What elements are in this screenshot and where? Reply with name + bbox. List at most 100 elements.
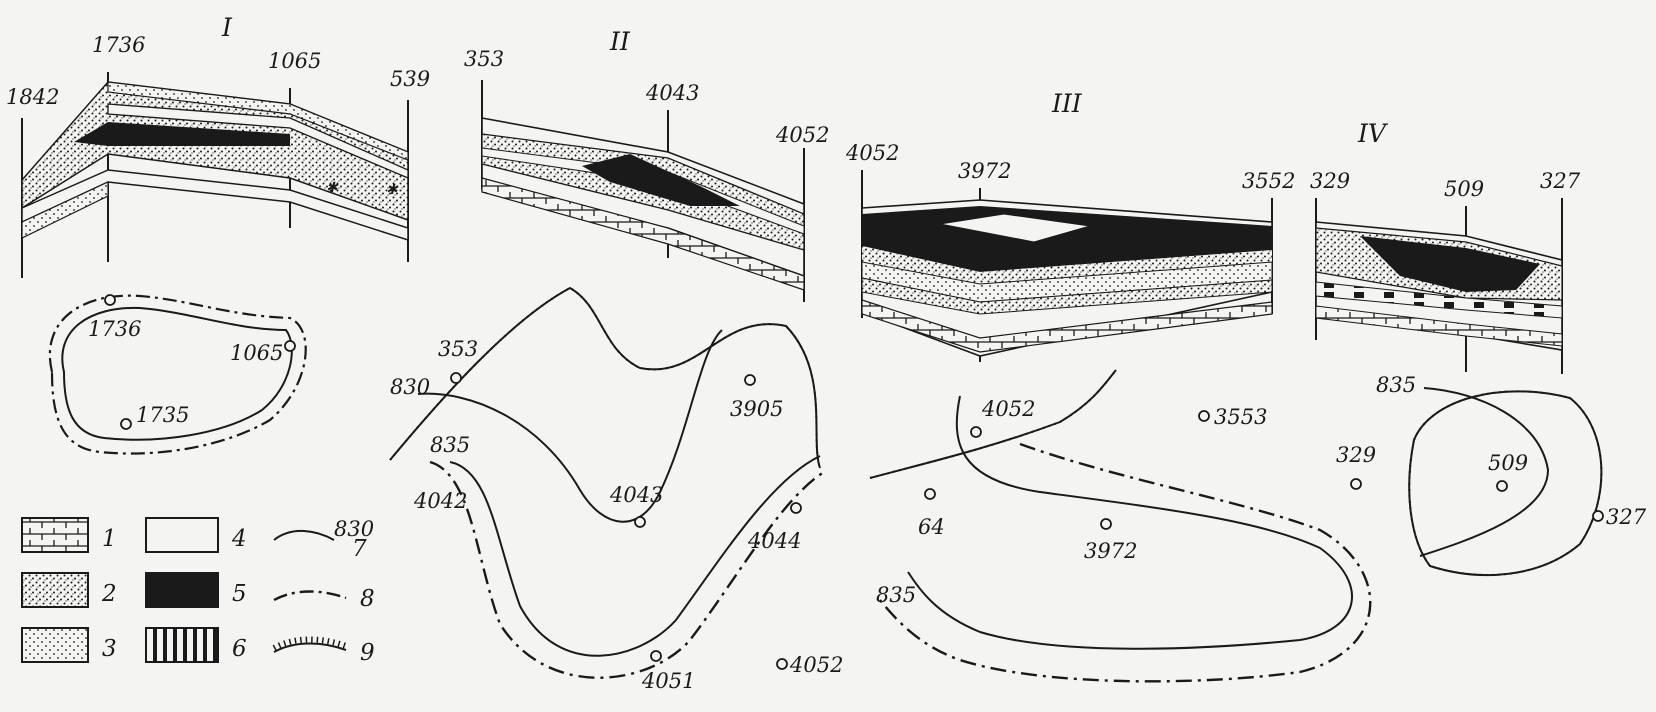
map-iii-hachured-boundary xyxy=(869,369,1117,479)
section-ii-oil-lens xyxy=(582,154,740,206)
legend-sample-hachure-ticks xyxy=(272,636,348,651)
section-ii: II 353 4043 4052 xyxy=(464,27,829,302)
map-ii-well xyxy=(450,372,462,384)
legend-number: 1 xyxy=(102,526,117,552)
map-iv: 329 509 327 835 xyxy=(1336,373,1647,577)
section-iii-sand-c xyxy=(861,277,1273,315)
section-iii-window xyxy=(939,213,1091,243)
map-iv-well-label: 509 xyxy=(1488,451,1528,475)
section-ii-well-label: 4052 xyxy=(775,123,829,147)
map-i-well-label: 1736 xyxy=(88,317,141,341)
section-iv-band xyxy=(1315,281,1563,319)
map-ii-well-label: 4042 xyxy=(413,489,467,513)
legend-contour-sample: 830 xyxy=(334,517,374,541)
map-i: 1736 1065 1735 xyxy=(48,294,307,455)
legend-swatch-oil xyxy=(145,572,219,608)
map-iii-contour xyxy=(907,395,1354,650)
section-iii-limestone xyxy=(861,299,1273,353)
section-iv-limestone xyxy=(1315,305,1563,347)
map-iii-well-label: 3553 xyxy=(1214,405,1267,429)
section-ii-limestone xyxy=(481,177,805,291)
map-ii-well xyxy=(790,502,802,514)
map-i-well xyxy=(120,418,132,430)
section-iv-numeral: IV xyxy=(1357,119,1389,148)
section-i-left-band xyxy=(21,181,109,239)
legend-number: 9 xyxy=(360,640,375,666)
map-ii-contour-label: 830 xyxy=(390,375,430,399)
map-ii-well-label: 4051 xyxy=(641,669,695,693)
map-iv-outline xyxy=(1408,390,1603,577)
map-ii-boundary-line xyxy=(389,286,821,469)
map-iii-well xyxy=(924,488,936,500)
section-iv-well-label: 327 xyxy=(1540,169,1581,193)
section-iii-well-label: 3972 xyxy=(958,159,1011,183)
map-i-well xyxy=(284,340,296,352)
section-iii-numeral: III xyxy=(1051,89,1083,118)
map-ii-well xyxy=(776,658,788,670)
map-i-well-label: 1735 xyxy=(136,403,189,427)
map-ii-contour-830 xyxy=(417,329,723,523)
section-i-mark: ✱ xyxy=(326,180,339,196)
legend-swatch-sandstone-sparse xyxy=(21,627,89,663)
map-i-well-label: 1065 xyxy=(230,341,283,365)
map-iii-well xyxy=(970,426,982,438)
section-iv-well-label: 329 xyxy=(1310,169,1350,193)
map-iii-boundary-line xyxy=(869,369,1117,479)
map-ii-well-label: 353 xyxy=(438,337,478,361)
map-iii-well-label: 3972 xyxy=(1084,539,1137,563)
map-iii-well xyxy=(1198,410,1210,422)
map-iv-well xyxy=(1350,478,1362,490)
map-ii-well xyxy=(744,374,756,386)
section-i-clay-band xyxy=(107,103,409,179)
section-iv: IV 329 509 327 xyxy=(1310,119,1581,374)
legend-number: 2 xyxy=(101,581,117,607)
legend-number: 6 xyxy=(232,636,247,662)
map-iii: 4052 3553 64 3972 835 xyxy=(869,369,1372,683)
map-iv-well xyxy=(1496,480,1508,492)
section-ii-well-label: 353 xyxy=(464,47,504,71)
legend-number: 5 xyxy=(232,581,247,607)
section-ii-well-label: 4043 xyxy=(645,81,699,105)
section-iv-well-label: 509 xyxy=(1444,177,1484,201)
legend: 1 2 3 4 5 6 830 7 8 9 xyxy=(21,517,375,666)
map-iii-well-label: 4052 xyxy=(981,397,1035,421)
section-iii-well-label: 3552 xyxy=(1242,169,1295,193)
map-i-inner-contour xyxy=(61,306,293,441)
section-i-numeral: I xyxy=(221,13,233,42)
legend-sample-contour xyxy=(273,529,335,541)
legend-sample-hachure xyxy=(273,642,347,653)
section-iii-sand-a xyxy=(862,246,1272,284)
map-i-well xyxy=(104,294,116,306)
section-ii-numeral: II xyxy=(609,27,631,56)
map-iv-contour-label: 835 xyxy=(1376,373,1416,397)
map-iii-well xyxy=(1100,518,1112,530)
section-iv-oil-lens xyxy=(1360,236,1540,292)
map-ii-well-label: 3905 xyxy=(730,397,783,421)
section-iii-well-label: 4052 xyxy=(845,141,899,165)
section-i-well-label: 1065 xyxy=(268,49,321,73)
legend-swatch-striped xyxy=(145,627,219,663)
map-iv-well xyxy=(1592,510,1604,522)
map-ii-well xyxy=(634,516,646,528)
map-iv-well-label: 327 xyxy=(1606,505,1647,529)
section-i-well-label: 1736 xyxy=(92,33,145,57)
map-ii-contour-label: 835 xyxy=(430,433,470,457)
legend-number: 4 xyxy=(231,526,247,552)
map-iii-dash-dot-line xyxy=(879,442,1372,683)
section-i-oil-lens xyxy=(74,122,290,146)
legend-number: 3 xyxy=(102,636,117,662)
map-ii-well-label: 4052 xyxy=(789,653,843,677)
map-i-outer-contour xyxy=(48,294,307,455)
section-iii: III 4052 3972 3552 xyxy=(845,89,1295,362)
map-ii-well-label: 4043 xyxy=(609,483,663,507)
legend-swatch-limestone xyxy=(21,517,89,553)
legend-sample-dash-dot xyxy=(273,590,347,602)
legend-swatch-sandstone-dense xyxy=(21,572,89,608)
map-ii-well-label: 4044 xyxy=(747,529,801,553)
legend-swatch-clay xyxy=(145,517,219,553)
map-iii-well-label: 64 xyxy=(918,515,945,539)
section-i-well-label: 1842 xyxy=(6,85,59,109)
map-ii: 353 3905 4043 4042 4044 4051 4052 830 83… xyxy=(389,286,843,693)
map-iii-contour-label: 835 xyxy=(876,583,916,607)
